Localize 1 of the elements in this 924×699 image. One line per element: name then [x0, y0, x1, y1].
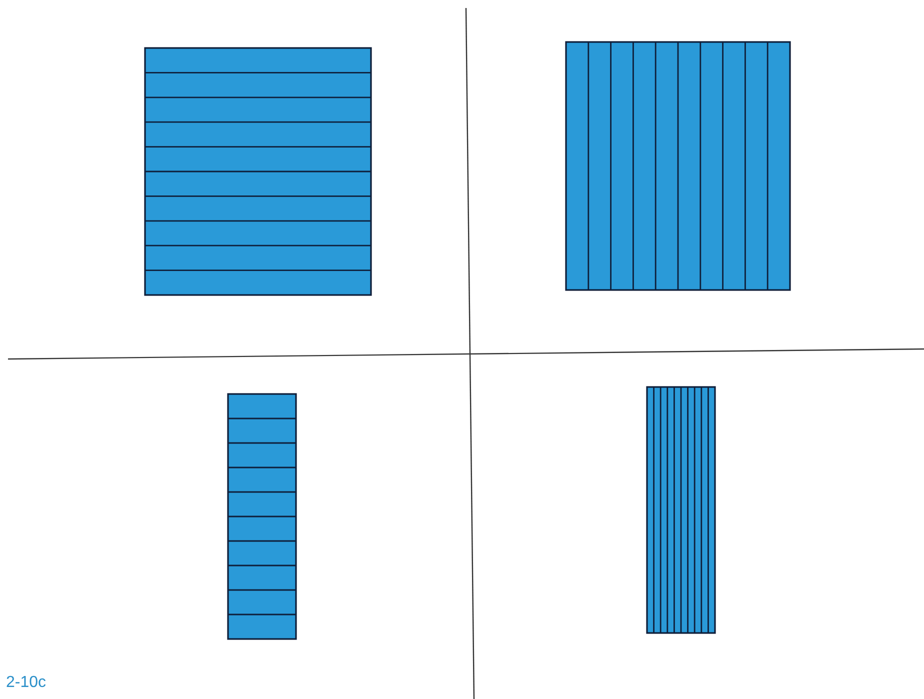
figure-number: 2-10c: [6, 674, 46, 692]
